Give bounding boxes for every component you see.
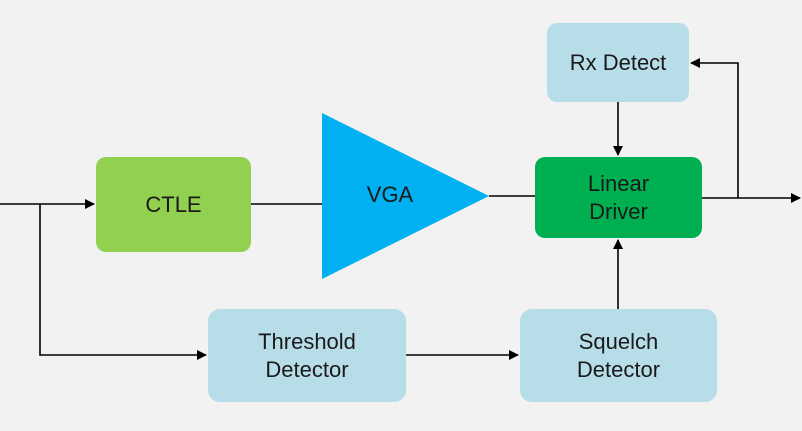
linear-driver-block: Linear Driver xyxy=(535,157,702,238)
vga-amplifier-shape xyxy=(322,113,489,279)
rx-detect-block: Rx Detect xyxy=(547,23,689,102)
ctle-block: CTLE xyxy=(96,157,251,252)
threshold-detector-label: Threshold Detector xyxy=(258,328,356,382)
vga-label: VGA xyxy=(366,182,414,207)
rx-detect-label: Rx Detect xyxy=(569,49,667,75)
threshold-detector-block: Threshold Detector xyxy=(208,309,406,402)
squelch-detector-label: Squelch Detector xyxy=(576,328,661,382)
ctle-label: CTLE xyxy=(145,191,202,217)
output-to-rxdetect-wire xyxy=(690,58,739,198)
squelch-detector-block: Squelch Detector xyxy=(520,309,717,402)
linear-driver-label: Linear Driver xyxy=(587,170,650,224)
input-to-threshold-wire xyxy=(39,204,207,360)
